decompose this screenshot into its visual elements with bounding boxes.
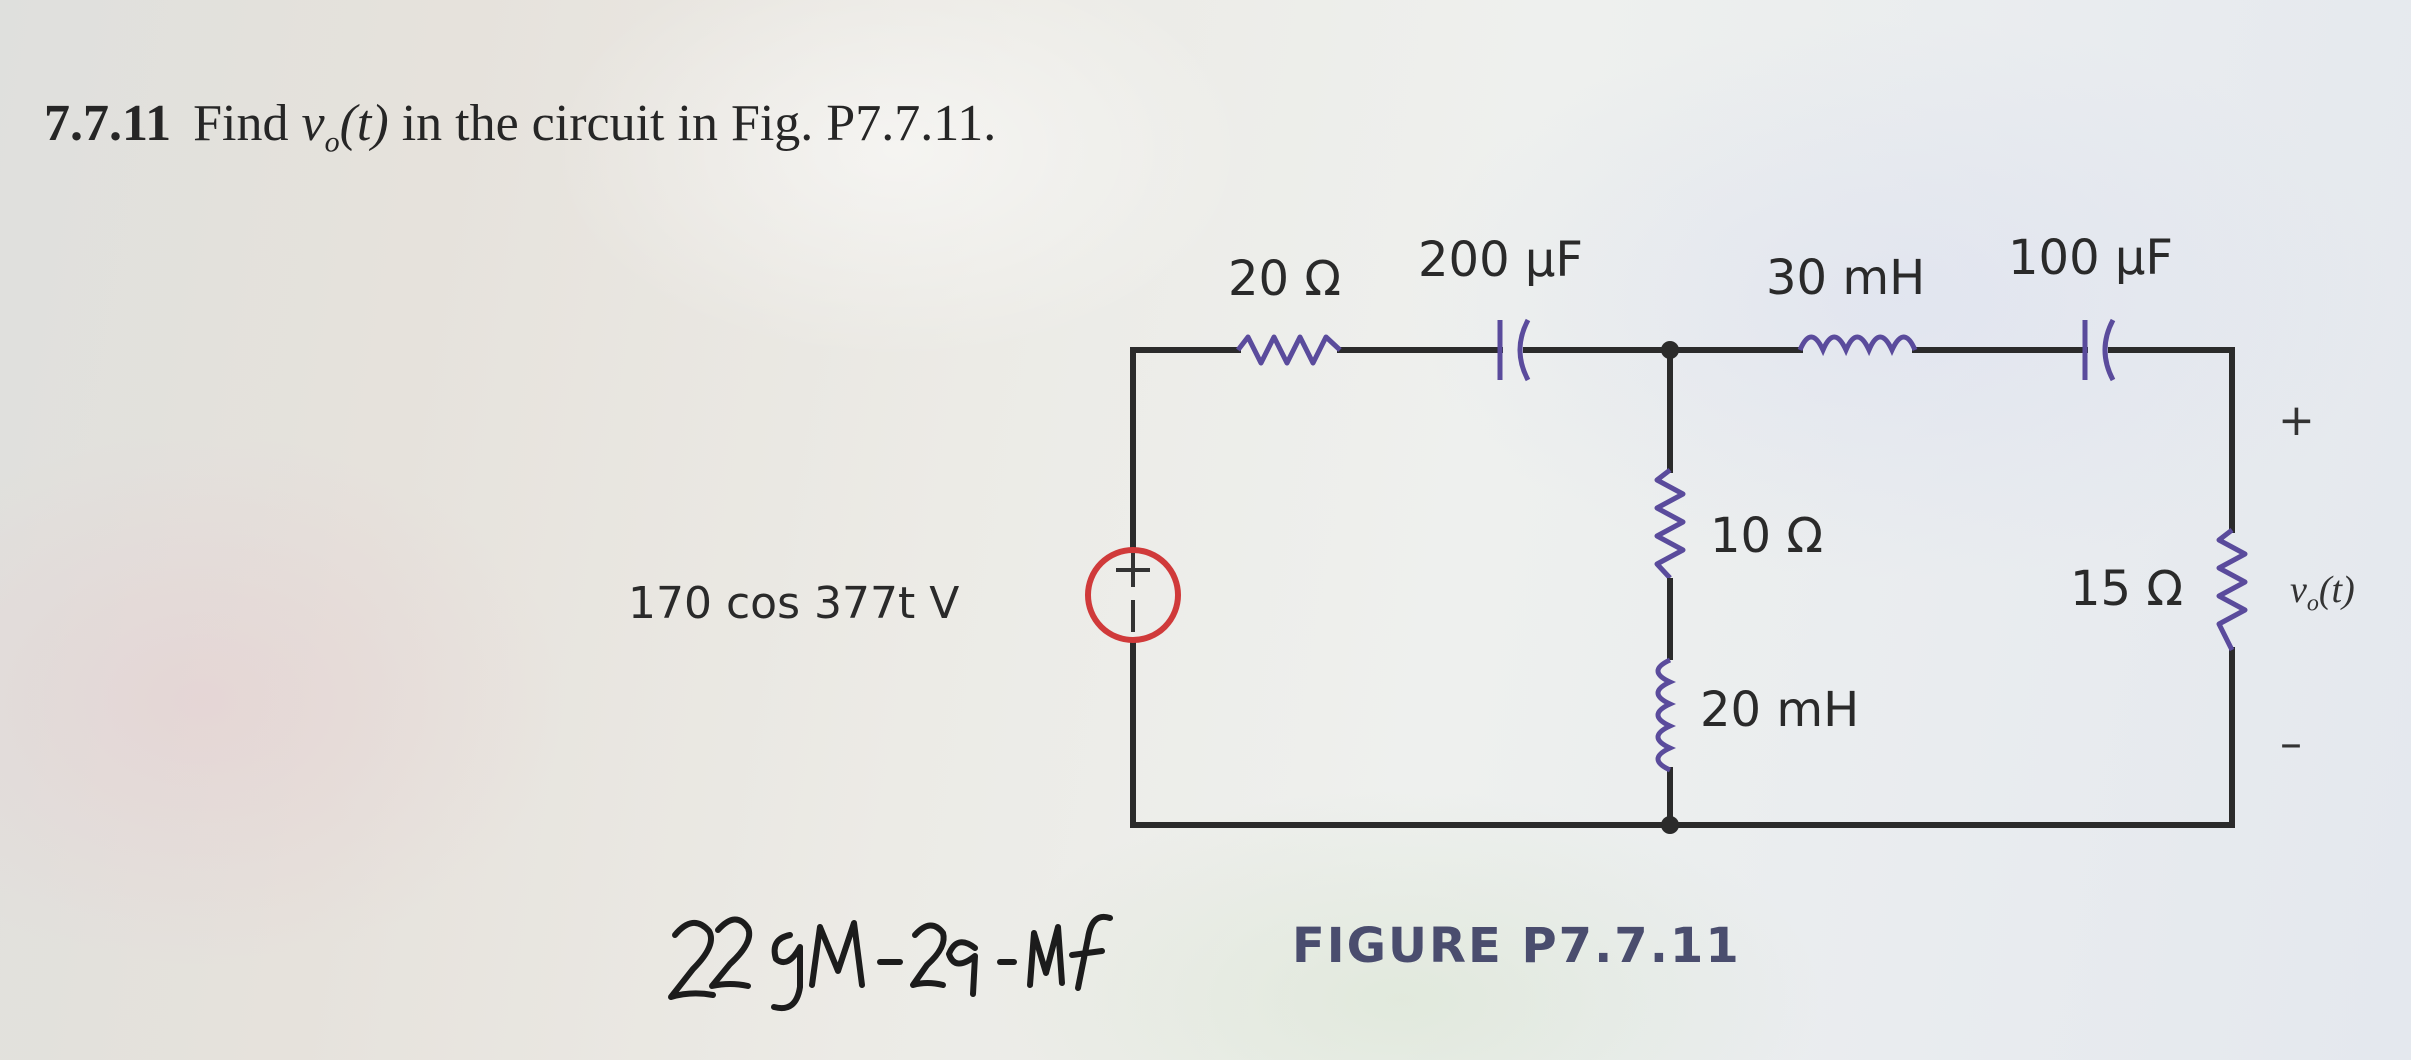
top-node xyxy=(1661,341,1679,359)
problem-number: 7.7.11 xyxy=(44,95,172,152)
circuit-wires xyxy=(1130,347,2235,828)
label-c2: 100 µF xyxy=(2008,230,2174,286)
problem-statement: 7.7.11 Find vo(t) in the circuit in Fig. … xyxy=(44,94,996,159)
label-c1: 200 µF xyxy=(1418,232,1584,288)
label-r3: 15 Ω xyxy=(2070,561,2184,617)
problem-suffix: in the circuit in Fig. P7.7.11. xyxy=(388,95,997,152)
inductor-20-mh xyxy=(1655,657,1676,773)
vo-argument: (t) xyxy=(2318,569,2355,611)
resistor-20-ohm xyxy=(1236,334,1342,366)
capacitor-200-uf xyxy=(1497,318,1531,382)
label-l1: 30 mH xyxy=(1766,250,1926,306)
label-r2: 10 Ω xyxy=(1710,508,1824,564)
voltage-source xyxy=(1085,547,1181,643)
resistor-10-ohm xyxy=(1654,468,1686,580)
problem-variable-argument: (t) xyxy=(339,95,389,152)
vo-subscript: o xyxy=(2306,590,2319,617)
bottom-node xyxy=(1661,816,1679,834)
inductor-30-mh xyxy=(1797,334,1918,357)
resistor-15-ohm xyxy=(2216,528,2248,652)
label-source: 170 cos 377t V xyxy=(628,578,960,629)
output-minus-sign: – xyxy=(2280,718,2302,769)
output-plus-sign: + xyxy=(2278,395,2315,446)
output-voltage-label: vo(t) xyxy=(2290,568,2355,618)
problem-variable-subscript: o xyxy=(324,125,340,159)
problem-prefix: Find xyxy=(193,95,302,152)
label-l2: 20 mH xyxy=(1700,682,1860,738)
label-r1: 20 Ω xyxy=(1228,251,1342,307)
vo-variable: v xyxy=(2290,569,2307,611)
capacitor-100-uf xyxy=(2082,318,2116,382)
problem-variable: v xyxy=(301,95,325,152)
figure-caption: FIGURE P7.7.11 xyxy=(1292,918,1741,974)
